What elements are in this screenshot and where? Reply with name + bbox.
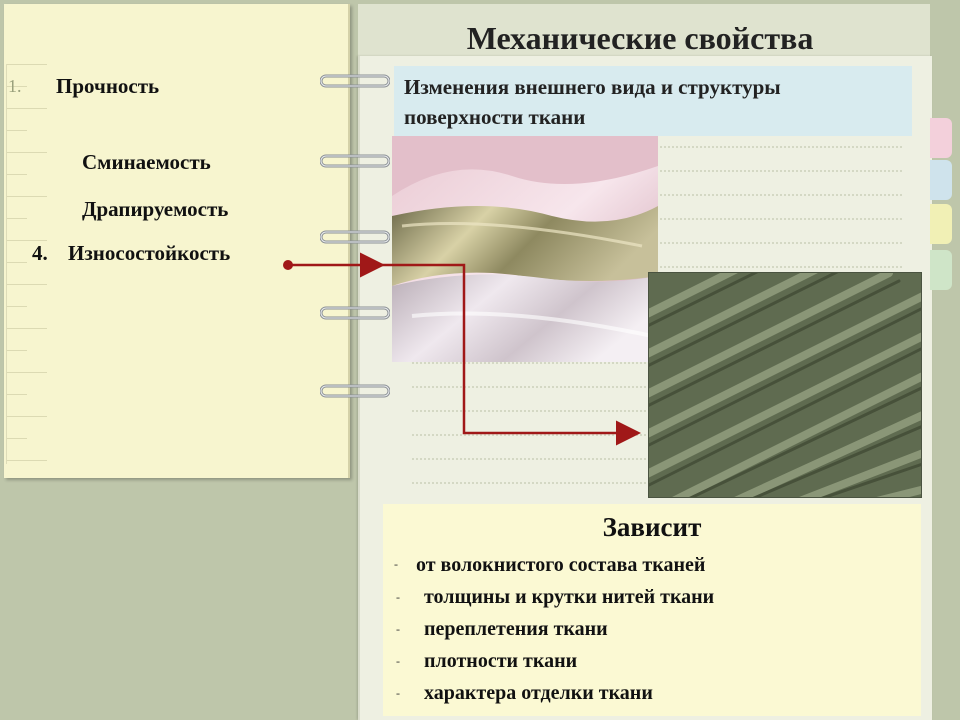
knit-fabric-image	[648, 272, 922, 498]
left-page	[4, 4, 350, 478]
list-item-drape: Драпируемость	[82, 197, 229, 221]
binder-ring-icon	[320, 230, 390, 244]
factor-item: переплетения ткани	[424, 618, 608, 640]
factor-item: толщины и крутки нитей ткани	[424, 586, 715, 608]
list-item-number-4: 4.	[32, 241, 48, 265]
factor-bullet: -	[396, 654, 400, 668]
factor-item: от волокнистого состава тканей	[416, 554, 706, 576]
satin-fabric-image	[392, 136, 658, 362]
factor-bullet: -	[396, 590, 400, 604]
factor-item: плотности ткани	[424, 650, 578, 672]
binder-ring-icon	[320, 384, 390, 398]
factor-bullet: -	[394, 557, 398, 571]
list-number-fragment: 1.	[8, 76, 22, 96]
binder-ring-icon	[320, 306, 390, 320]
factor-item: характера отделки ткани	[424, 682, 653, 704]
page-title: Механические свойства	[466, 20, 814, 56]
right-page-header	[358, 4, 930, 60]
info-box	[394, 66, 912, 136]
binder-ring-icon	[320, 154, 390, 168]
list-item-strength: Прочность	[56, 74, 160, 98]
notebook-tab-yellow	[930, 204, 952, 244]
depends-box	[383, 504, 921, 716]
info-line-1: Изменения внешнего вида и структуры	[404, 75, 781, 99]
binder-ring-icon	[320, 74, 390, 88]
notebook-tab-pink	[930, 118, 952, 158]
depends-title: Зависит	[602, 512, 702, 542]
factor-bullet: -	[396, 686, 400, 700]
factor-bullet: -	[396, 622, 400, 636]
info-text: Изменения внешнего вида и структуры пове…	[404, 72, 904, 132]
notebook-tab-blue	[930, 160, 952, 200]
notebook-tab-green	[930, 250, 952, 290]
left-ruler	[6, 64, 51, 464]
list-item-crease: Сминаемость	[82, 150, 211, 174]
info-line-2: поверхности ткани	[404, 105, 586, 129]
list-item-wear-resistance: Износостойкость	[68, 241, 231, 265]
